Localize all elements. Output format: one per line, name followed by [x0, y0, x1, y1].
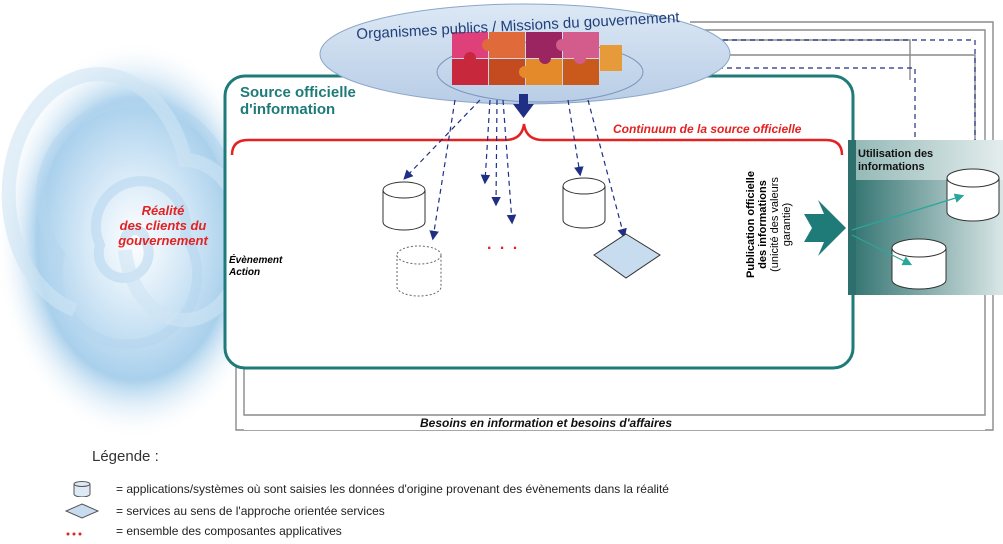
- continuum-label: Continuum de la source officielle: [613, 122, 802, 136]
- cylinder-icon: [396, 245, 442, 297]
- publication-label: Publication officielle des informations …: [745, 157, 793, 292]
- cylinder-icon: [891, 238, 947, 290]
- usage-teal-arrows: [851, 193, 965, 266]
- legend-item-cylinder: = applications/systèmes où sont saisies …: [60, 481, 669, 498]
- publication-line4: garantie): [781, 202, 793, 247]
- usage-dashed-arrows: [700, 39, 980, 231]
- event-action-label: Évènement Action: [229, 255, 282, 279]
- reality-swirl: [0, 40, 275, 440]
- cylinder-icon: [60, 481, 116, 498]
- diamond-icon: [60, 503, 116, 519]
- publication-line1: Publication officielle: [745, 171, 757, 278]
- legend-title: Légende :: [92, 448, 159, 465]
- needs-label-box: [244, 416, 985, 430]
- component-dashed-arrows: [403, 99, 627, 241]
- source-title-line2: d'information: [240, 101, 336, 118]
- legend-text-cylinder: = applications/systèmes où sont saisies …: [116, 482, 669, 496]
- main-down-arrow: [513, 94, 534, 118]
- cylinder-icon: [382, 181, 426, 231]
- reality-label: Réalité des clients du gouvernement: [98, 203, 228, 248]
- components-ellipsis: . . .: [487, 236, 520, 253]
- diamond-icon: [593, 233, 661, 279]
- source-title: Source officielle d'information: [240, 84, 356, 118]
- reality-line2: des clients du: [119, 218, 207, 233]
- usage-line1: Utilisation des: [858, 148, 934, 160]
- continuum-brace: [230, 123, 844, 156]
- needs-label: Besoins en information et besoins d'affa…: [420, 416, 673, 430]
- legend-text-dots: = ensemble des composantes applicatives: [116, 524, 342, 538]
- legend-text-diamond: = services au sens de l'approche orienté…: [116, 504, 385, 518]
- event-line: Évènement: [229, 255, 283, 266]
- legend-item-dots: = ensemble des composantes applicatives: [60, 523, 342, 539]
- dots-icon: [60, 523, 116, 539]
- publication-line3: (unicité des valeurs: [769, 177, 781, 272]
- puzzle-icon: [452, 32, 622, 85]
- publication-arrow: [804, 200, 846, 256]
- source-title-line1: Source officielle: [240, 84, 356, 101]
- cylinder-icon: [562, 177, 606, 229]
- publication-line2: des informations: [757, 180, 769, 269]
- action-line: Action: [229, 267, 261, 278]
- reality-line1: Réalité: [141, 203, 185, 218]
- cylinder-icon: [946, 168, 1000, 222]
- reality-line3: gouvernement: [118, 233, 208, 248]
- usage-label: Utilisation des informations: [858, 148, 933, 174]
- legend-item-diamond: = services au sens de l'approche orienté…: [60, 503, 385, 519]
- usage-line2: informations: [858, 161, 925, 173]
